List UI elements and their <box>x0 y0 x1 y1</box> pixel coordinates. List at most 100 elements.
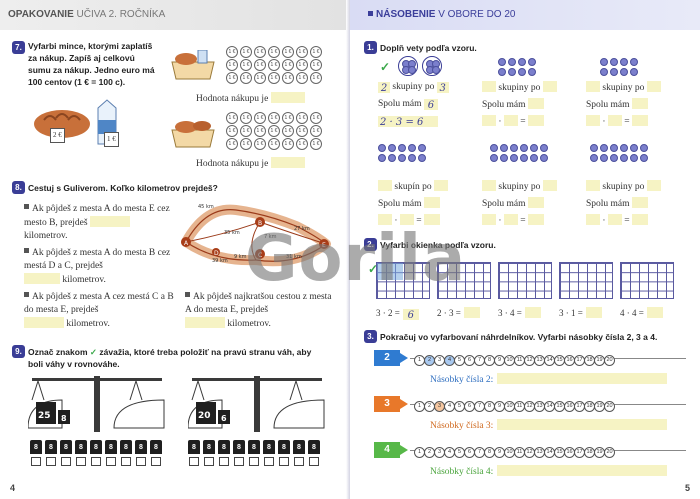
coin[interactable]: 1 € <box>268 59 280 71</box>
coin[interactable]: 1 € <box>268 112 280 124</box>
coin[interactable]: 1 € <box>268 72 280 84</box>
dot <box>520 144 528 152</box>
coin[interactable]: 1 € <box>296 138 308 150</box>
coin[interactable]: 1 € <box>226 112 238 124</box>
weight[interactable]: 8 <box>45 440 57 454</box>
coin[interactable]: 1 € <box>240 72 252 84</box>
coin[interactable]: 1 € <box>282 46 294 58</box>
weight-checkbox[interactable] <box>151 457 161 466</box>
grid[interactable] <box>437 262 491 299</box>
coin[interactable]: 1 € <box>296 46 308 58</box>
coin[interactable]: 1 € <box>240 59 252 71</box>
weight-checkbox[interactable] <box>279 457 289 466</box>
weight[interactable]: 8 <box>90 440 102 454</box>
weight[interactable]: 8 <box>278 440 290 454</box>
weight-checkbox[interactable] <box>204 457 214 466</box>
weight-checkbox[interactable] <box>76 457 86 466</box>
bead[interactable]: 20 <box>604 401 615 413</box>
coin[interactable]: 1 € <box>226 72 238 84</box>
coin[interactable]: 1 € <box>240 112 252 124</box>
coin[interactable]: 1 € <box>282 138 294 150</box>
weight[interactable]: 8 <box>30 440 42 454</box>
weight-checkbox[interactable] <box>189 457 199 466</box>
weight[interactable]: 8 <box>150 440 162 454</box>
coin[interactable]: 1 € <box>268 125 280 137</box>
coin[interactable]: 1 € <box>240 125 252 137</box>
weight[interactable]: 8 <box>120 440 132 454</box>
coin[interactable]: 1 € <box>226 46 238 58</box>
weight-checkbox[interactable] <box>219 457 229 466</box>
coin[interactable]: 1 € <box>240 138 252 150</box>
weight[interactable]: 8 <box>203 440 215 454</box>
groups-sentence: skupiny po <box>482 180 557 194</box>
weight[interactable]: 8 <box>135 440 147 454</box>
purchase-value-1-input[interactable] <box>270 92 305 103</box>
weight-checkbox[interactable] <box>61 457 71 466</box>
coin[interactable]: 1 € <box>254 138 266 150</box>
route-answer-1[interactable] <box>89 216 130 227</box>
coin[interactable]: 1 € <box>296 112 308 124</box>
coin[interactable]: 1 € <box>310 138 322 150</box>
coin[interactable]: 1 € <box>282 112 294 124</box>
weight-checkbox[interactable] <box>309 457 319 466</box>
coin[interactable]: 1 € <box>226 59 238 71</box>
coin[interactable]: 1 € <box>268 138 280 150</box>
coin[interactable]: 1 € <box>254 46 266 58</box>
grid[interactable] <box>559 262 613 299</box>
coin[interactable]: 1 € <box>310 59 322 71</box>
weight-checkbox[interactable] <box>91 457 101 466</box>
weight[interactable]: 8 <box>233 440 245 454</box>
weight[interactable]: 8 <box>293 440 305 454</box>
coin[interactable]: 1 € <box>282 72 294 84</box>
coin[interactable]: 1 € <box>268 46 280 58</box>
weight[interactable]: 8 <box>308 440 320 454</box>
weight[interactable]: 8 <box>60 440 72 454</box>
weight-checkbox[interactable] <box>31 457 41 466</box>
weight-checkbox[interactable] <box>294 457 304 466</box>
bead[interactable]: 20 <box>604 447 615 459</box>
coin[interactable]: 1 € <box>282 125 294 137</box>
weight[interactable]: 8 <box>263 440 275 454</box>
coin[interactable]: 1 € <box>254 125 266 137</box>
multiples-answer[interactable] <box>497 465 668 476</box>
dot <box>640 144 648 152</box>
dot <box>610 154 618 162</box>
coin[interactable]: 1 € <box>296 72 308 84</box>
route-answer-4[interactable] <box>185 317 225 328</box>
dot <box>528 58 536 66</box>
coin[interactable]: 1 € <box>310 72 322 84</box>
coin[interactable]: 1 € <box>310 112 322 124</box>
weight[interactable]: 8 <box>75 440 87 454</box>
coin[interactable]: 1 € <box>296 59 308 71</box>
coin[interactable]: 1 € <box>310 46 322 58</box>
coin[interactable]: 1 € <box>226 125 238 137</box>
weight[interactable]: 8 <box>218 440 230 454</box>
weight-checkbox[interactable] <box>46 457 56 466</box>
coin[interactable]: 1 € <box>254 59 266 71</box>
weight[interactable]: 8 <box>188 440 200 454</box>
grid[interactable] <box>498 262 552 299</box>
bead[interactable]: 20 <box>604 355 615 367</box>
coin[interactable]: 1 € <box>310 125 322 137</box>
weight[interactable]: 8 <box>105 440 117 454</box>
weight-checkbox[interactable] <box>121 457 131 466</box>
multiples-answer[interactable] <box>497 419 668 430</box>
weight-checkbox[interactable] <box>136 457 146 466</box>
weight-checkbox[interactable] <box>106 457 116 466</box>
route-answer-2[interactable] <box>24 273 60 284</box>
weight-checkbox[interactable] <box>264 457 274 466</box>
coin[interactable]: 1 € <box>254 72 266 84</box>
route-answer-3[interactable] <box>24 317 64 328</box>
purchase-value-2-input[interactable] <box>270 157 305 168</box>
coin[interactable]: 1 € <box>226 138 238 150</box>
weight[interactable]: 8 <box>248 440 260 454</box>
coin[interactable]: 1 € <box>254 112 266 124</box>
dot <box>630 144 638 152</box>
grid[interactable] <box>620 262 674 299</box>
coin[interactable]: 1 € <box>282 59 294 71</box>
coin[interactable]: 1 € <box>240 46 252 58</box>
coin[interactable]: 1 € <box>296 125 308 137</box>
weight-checkbox[interactable] <box>234 457 244 466</box>
multiples-answer[interactable] <box>497 373 668 384</box>
weight-checkbox[interactable] <box>249 457 259 466</box>
